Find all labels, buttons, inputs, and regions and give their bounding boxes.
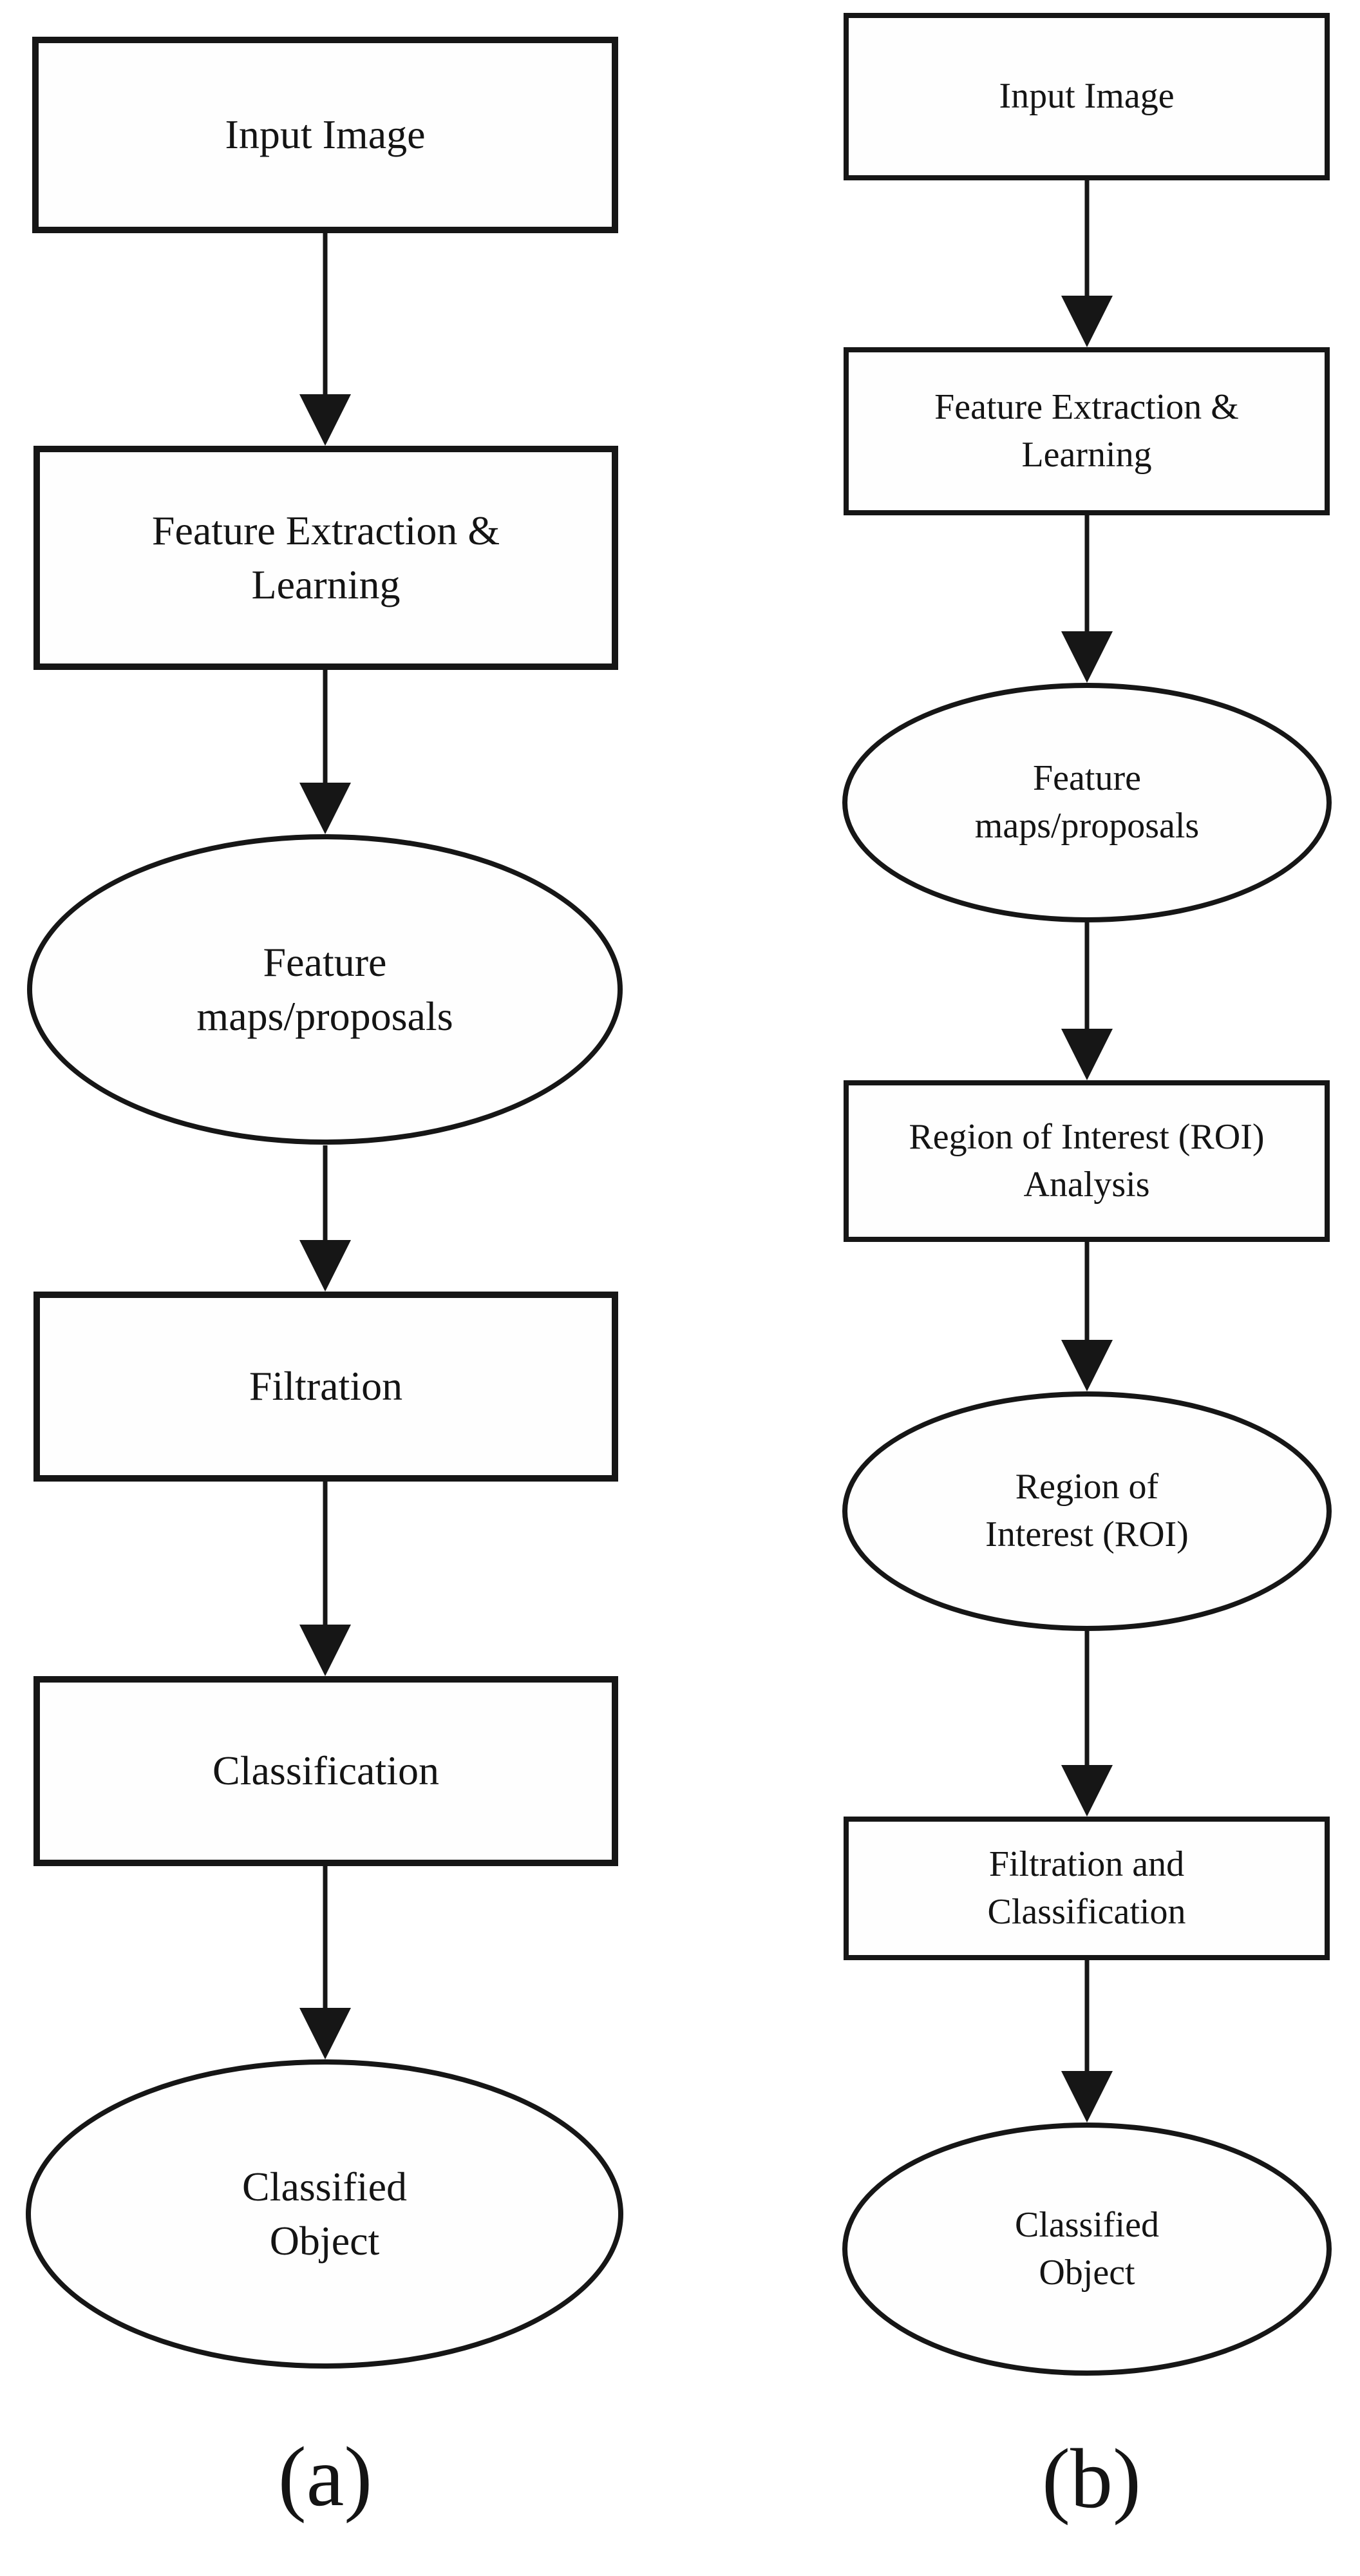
arrow-down [1061, 1242, 1113, 1391]
node-b-classified-object: Classified Object [842, 2123, 1332, 2376]
arrow-shaft [323, 1866, 328, 2013]
arrow-shaft [323, 670, 328, 788]
arrowhead-icon [299, 783, 351, 834]
arrowhead-icon [1061, 1765, 1113, 1817]
node-b-classified-object-label: Classified Object [1015, 2204, 1159, 2293]
arrow-down [299, 670, 351, 834]
arrow-down [1061, 515, 1113, 683]
arrowhead-icon [1061, 296, 1113, 347]
node-b-filtration-classification: Filtration and Classification [844, 1817, 1330, 1960]
node-b-roi-analysis: Region of Interest (ROI) Analysis [844, 1080, 1330, 1242]
node-b-feature-extraction: Feature Extraction & Learning [844, 347, 1330, 515]
arrow-down [1061, 922, 1113, 1080]
node-a-filtration: Filtration [33, 1292, 618, 1482]
arrow-down [1061, 180, 1113, 347]
arrowhead-icon [1061, 1340, 1113, 1391]
arrow-shaft [323, 1145, 328, 1245]
node-a-feature-extraction: Feature Extraction & Learning [33, 446, 618, 670]
node-b-roi-label: Region of Interest (ROI) [985, 1467, 1189, 1554]
node-b-roi: Region of Interest (ROI) [842, 1391, 1332, 1631]
node-a-classification: Classification [33, 1676, 618, 1866]
node-b-feature-maps: Feature maps/proposals [842, 683, 1332, 922]
arrow-down [299, 233, 351, 446]
arrowhead-icon [299, 1240, 351, 1292]
arrow-down [299, 1145, 351, 1292]
arrow-shaft [1084, 515, 1090, 636]
node-a-filtration-label: Filtration [249, 1363, 403, 1409]
arrowhead-icon [1061, 631, 1113, 683]
arrow-shaft [323, 233, 328, 399]
arrow-shaft [323, 1482, 328, 1630]
arrowhead-icon [299, 2008, 351, 2059]
caption-a: (a) [278, 2429, 373, 2524]
arrowhead-icon [299, 1625, 351, 1676]
caption-b: (b) [1042, 2431, 1141, 2526]
node-a-feature-extraction-label: Feature Extraction & Learning [151, 507, 500, 607]
node-b-feature-extraction-label: Feature Extraction & Learning [934, 386, 1239, 475]
arrowhead-icon [1061, 1029, 1113, 1080]
node-a-input-image-label: Input Image [225, 111, 426, 158]
node-b-feature-maps-label: Feature maps/proposals [974, 758, 1200, 846]
node-a-classification-label: Classification [212, 1748, 439, 1794]
node-a-classified-object-label: Classified Object [242, 2163, 407, 2264]
node-a-feature-maps-label: Feature maps/proposals [196, 939, 453, 1039]
arrowhead-icon [1061, 2071, 1113, 2123]
arrow-down [299, 1866, 351, 2059]
node-b-input-image: Input Image [844, 13, 1330, 180]
arrow-down [1061, 1631, 1113, 1817]
node-a-classified-object: Classified Object [26, 2059, 623, 2369]
node-a-input-image: Input Image [32, 37, 618, 233]
node-b-filtration-classification-label: Filtration and Classification [987, 1844, 1186, 1932]
arrow-shaft [1084, 922, 1090, 1034]
arrow-shaft [1084, 1631, 1090, 1770]
node-b-roi-analysis-label: Region of Interest (ROI) Analysis [909, 1116, 1265, 1205]
arrow-shaft [1084, 180, 1090, 301]
arrow-down [299, 1482, 351, 1676]
arrow-shaft [1084, 1960, 1090, 2076]
arrow-down [1061, 1960, 1113, 2123]
arrow-shaft [1084, 1242, 1090, 1345]
node-a-feature-maps: Feature maps/proposals [27, 834, 623, 1145]
arrowhead-icon [299, 394, 351, 446]
node-b-input-image-label: Input Image [999, 76, 1175, 117]
